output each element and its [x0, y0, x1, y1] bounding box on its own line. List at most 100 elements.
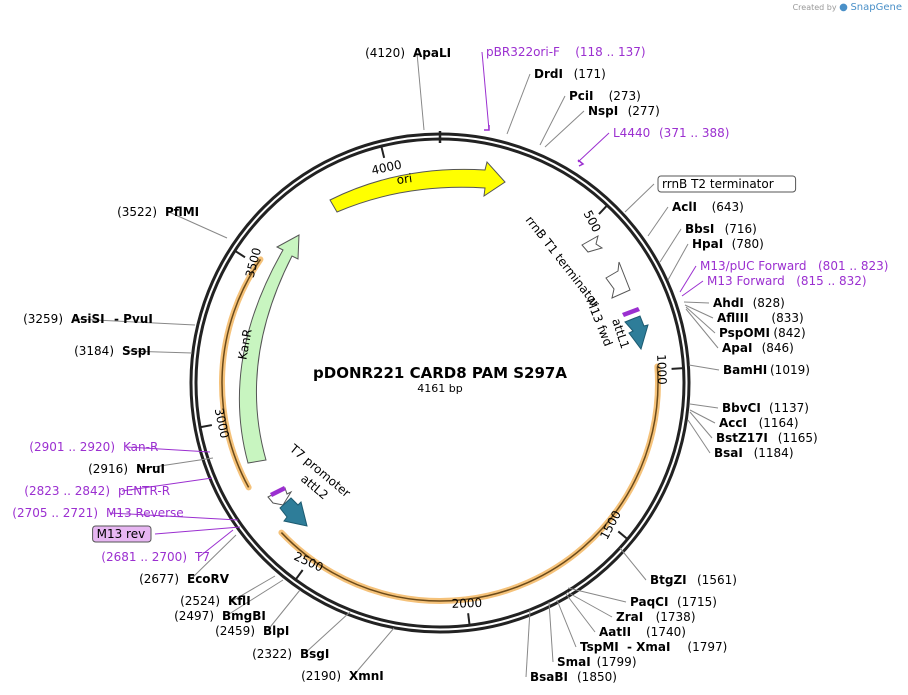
created-by-text: Created by: [792, 3, 837, 12]
lead-line-12: [683, 301, 710, 304]
tick-4000: [380, 145, 386, 159]
site-label-bstz17i[interactable]: BstZ17I(1165): [716, 431, 818, 445]
site-label-asisi[interactable]: AsiSI- PvuI(3259): [23, 312, 153, 326]
site-label-pentr-r[interactable]: pENTR-R(2823 .. 2842): [24, 484, 170, 498]
kanr-feature-label: KanR: [235, 328, 254, 361]
lead-line-20: [687, 419, 711, 454]
site-label-acli[interactable]: AclI (643): [672, 200, 744, 214]
label-name: BsaBI: [530, 670, 568, 684]
label-box: [92, 525, 152, 543]
label-position: (2459): [215, 624, 255, 638]
lead-line-18: [689, 409, 716, 424]
site-label-bbsi[interactable]: BbsI(716): [685, 222, 757, 236]
site-label-bsai[interactable]: BsaI(1184): [714, 446, 794, 460]
label-name: BsaI: [714, 446, 743, 460]
site-label-aatii[interactable]: AatII(1740): [599, 625, 686, 639]
site-label-tspmi[interactable]: TspMI- XmaI(1797): [580, 640, 727, 654]
primer-bracket-1: [577, 159, 585, 167]
label-position: (3259): [23, 312, 63, 326]
ori-feature-arrow[interactable]: [329, 160, 506, 213]
label-position: (1715): [677, 595, 717, 609]
created-by-snapgene: Created by ● SnapGene: [793, 2, 902, 13]
site-label-bamhi[interactable]: BamHI(1019): [723, 363, 810, 377]
site-label-rrnb-t2-terminator[interactable]: rrnB T2 terminator: [657, 175, 797, 193]
site-label-pcii[interactable]: PciI(273): [569, 89, 641, 103]
site-label-ecorv[interactable]: EcoRV(2677): [139, 572, 230, 586]
label-name: Kan-R: [123, 440, 158, 454]
label-name: TspMI: [580, 640, 619, 654]
site-label-m13-puc-forward[interactable]: M13/pUC Forward(801 .. 823): [700, 259, 888, 273]
orange-feature-arcs: [219, 256, 661, 604]
label-position: (2524): [180, 594, 220, 608]
label-position: (2823 .. 2842): [24, 484, 110, 498]
site-label-pspomi[interactable]: PspOMI(842): [719, 326, 806, 340]
site-label-bbvci[interactable]: BbvCI(1137): [722, 401, 809, 415]
label-name: ApaI: [722, 341, 752, 355]
lead-line-33: [190, 534, 237, 580]
site-label-apali[interactable]: ApaLI(4120): [365, 46, 451, 60]
site-label-afliii[interactable]: AflIII(833): [717, 311, 804, 325]
lead-line-13: [684, 304, 714, 319]
site-label-pbr322ori-f[interactable]: pBR322ori-F(118 .. 137): [486, 45, 646, 59]
label-name: M13/pUC Forward: [700, 259, 807, 273]
site-labels: ApaLI(4120) pBR322ori-F(118 .. 137) DrdI(1…: [12, 45, 888, 684]
lead-line-17: [689, 403, 719, 409]
attl2-feature-arrow[interactable]: [279, 497, 308, 527]
tick-label-2000: 2000: [451, 596, 482, 611]
attl1-feature-arrow[interactable]: [624, 315, 649, 351]
label-position: (833): [771, 311, 803, 325]
site-label-m13-forward[interactable]: M13 Forward(815 .. 832): [707, 274, 867, 288]
label-lead-lines: [74, 51, 720, 678]
site-label-bmgbi[interactable]: BmgBI(2497): [174, 609, 266, 623]
site-label-bsabi[interactable]: BsaBI(1850): [530, 670, 617, 684]
site-label-nrui[interactable]: NruI(2916): [88, 462, 165, 476]
lead-line-30: [266, 589, 301, 632]
site-label-btgzi[interactable]: BtgZI(1561): [650, 573, 737, 587]
site-label-m13-reverse[interactable]: M13 Reverse(2705 .. 2721): [12, 506, 183, 520]
label-position: (2901 .. 2920): [29, 440, 115, 454]
site-label-pflmi[interactable]: PflMI(3522): [117, 205, 199, 219]
label-position: (2322): [252, 647, 292, 661]
site-label-m13-rev[interactable]: M13 rev: [92, 525, 152, 543]
site-label-smai[interactable]: SmaI(1799): [557, 655, 637, 669]
site-label-l4440[interactable]: L4440(371 .. 388): [613, 126, 729, 140]
site-label-zrai[interactable]: ZraI(1738): [616, 610, 696, 624]
site-label-kan-r[interactable]: Kan-R (2901 .. 2920): [29, 440, 158, 454]
label-extra: - PvuI: [114, 312, 153, 326]
site-label-drdi[interactable]: DrdI(171): [534, 67, 606, 81]
label-position: (4120): [365, 46, 405, 60]
label-position: (716): [725, 222, 757, 236]
site-label-acci[interactable]: AccI(1164): [719, 416, 799, 430]
label-name: AclI: [672, 200, 697, 214]
label-position: (643): [712, 200, 744, 214]
label-name: AccI: [719, 416, 747, 430]
label-position: (2497): [174, 609, 214, 623]
site-label-bsgi[interactable]: BsgI (2322): [252, 647, 329, 661]
label-position: (815 .. 832): [796, 274, 866, 288]
site-label-xmni[interactable]: XmnI(2190): [301, 669, 384, 683]
site-label-sspi[interactable]: SspI(3184): [74, 344, 151, 358]
site-label-blpi[interactable]: BlpI(2459): [215, 624, 289, 638]
lead-line-22: [567, 587, 627, 603]
label-name: M13 Reverse: [106, 506, 184, 520]
label-name: PspOMI: [719, 326, 770, 340]
site-label-apai[interactable]: ApaI(846): [722, 341, 794, 355]
lead-line-31: [225, 579, 284, 617]
label-position: (2681 .. 2700): [101, 550, 187, 564]
site-label-hpai[interactable]: HpaI(780): [692, 237, 764, 251]
site-label-kfli[interactable]: KflI(2524): [180, 594, 251, 608]
label-name: BsgI: [300, 647, 329, 661]
lead-line-34: [198, 529, 234, 558]
tick-1500: [617, 530, 629, 540]
site-label-ahdi[interactable]: AhdI(828): [713, 296, 785, 310]
label-position: (1137): [769, 401, 809, 415]
site-label-paqci[interactable]: PaqCI(1715): [630, 595, 717, 609]
lead-line-38: [139, 457, 214, 470]
lead-line-29: [303, 611, 351, 655]
tick-3500: [234, 249, 246, 259]
site-label-nspi[interactable]: NspI(277): [588, 104, 660, 118]
kanr-feature-arrow[interactable]: [238, 234, 300, 464]
site-label-t7[interactable]: T7(2681 .. 2700): [101, 550, 210, 564]
lead-line-36: [109, 512, 239, 521]
